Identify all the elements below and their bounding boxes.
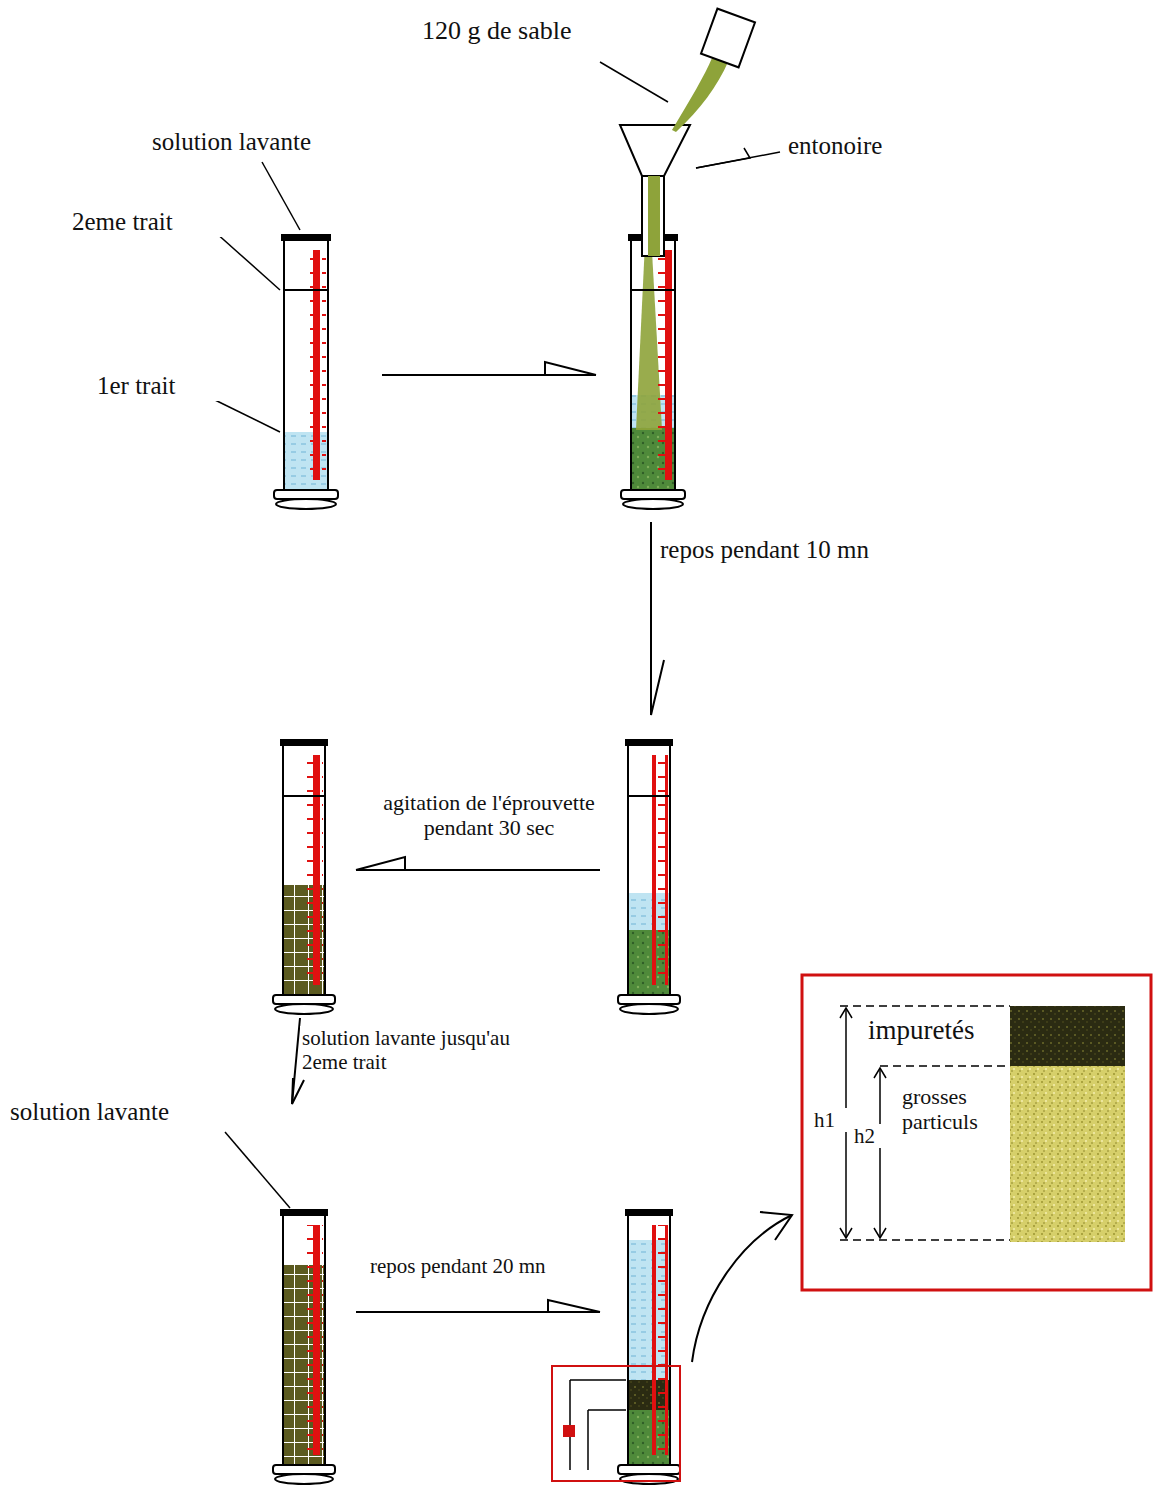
leader-line — [215, 232, 280, 290]
part-label: solution lavante — [150, 128, 354, 157]
layer-label: impuretés — [866, 1015, 1010, 1046]
layer-label: grosses particuls — [900, 1084, 1008, 1135]
step-arrow — [356, 857, 600, 870]
leader-line — [600, 62, 668, 102]
leader-line — [225, 1132, 290, 1208]
mark-label: 1er trait — [95, 372, 229, 401]
zoom-inset — [802, 975, 1151, 1290]
part-label: solution lavante — [8, 1098, 222, 1127]
zoom-arrow — [760, 1212, 792, 1240]
step-note: solution lavante jusqu'au 2eme trait — [300, 1026, 514, 1074]
step-note: repos pendant 20 mn — [368, 1254, 552, 1278]
step-note: agitation de l'éprouvette pendant 30 sec — [356, 790, 622, 841]
graduated-cylinder — [274, 234, 338, 509]
graduated-cylinder — [618, 739, 680, 1014]
step-arrow — [382, 362, 596, 375]
leader-line — [262, 162, 300, 230]
leader-line — [215, 400, 280, 432]
measurement-marker — [552, 1366, 680, 1481]
leader-arrow — [696, 148, 750, 168]
material-label: 120 g de sable — [420, 16, 614, 46]
dimension-label: h2 — [852, 1124, 882, 1148]
sand-container — [672, 9, 755, 132]
funnel — [620, 125, 690, 256]
graduated-cylinder — [273, 1209, 335, 1484]
graduated-cylinder — [273, 739, 335, 1014]
dimension-label: h1 — [812, 1108, 848, 1132]
mark-label: 2eme trait — [70, 208, 224, 237]
step-note: repos pendant 10 mn — [658, 536, 882, 565]
step-arrow — [356, 1300, 600, 1312]
part-label: entonoire — [786, 132, 950, 161]
graduated-cylinder — [618, 1209, 680, 1484]
